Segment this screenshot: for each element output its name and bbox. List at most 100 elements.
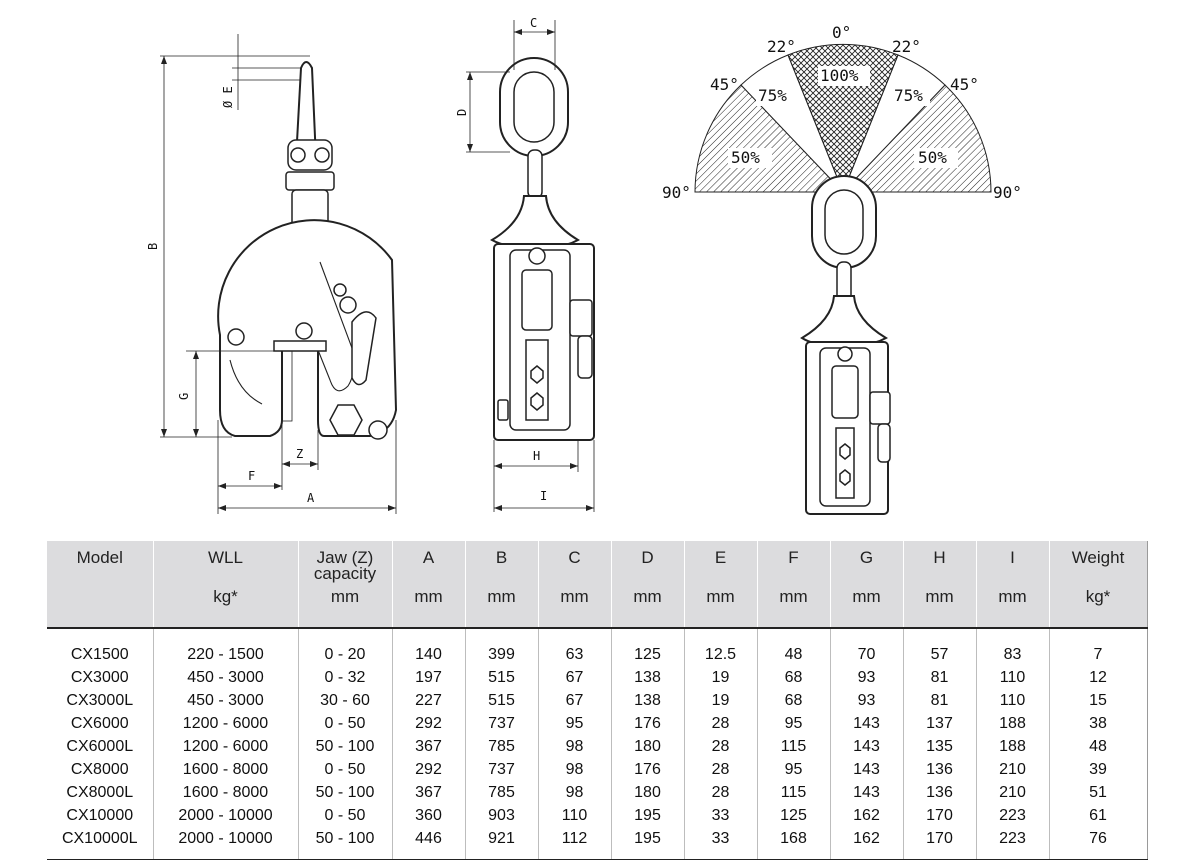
table-cell: 0 - 20 bbox=[298, 628, 393, 666]
table-cell: 95 bbox=[757, 758, 831, 781]
column-header: Model bbox=[47, 541, 154, 628]
table-cell: 48 bbox=[1049, 735, 1148, 758]
table-cell: 210 bbox=[976, 758, 1050, 781]
table-cell: 176 bbox=[611, 758, 685, 781]
dim-label-c: C bbox=[530, 16, 537, 30]
table-cell: 28 bbox=[684, 781, 758, 804]
table-cell: 903 bbox=[465, 804, 539, 827]
column-header-name: D bbox=[641, 548, 654, 567]
table-cell: 143 bbox=[830, 781, 904, 804]
front-view: B Ø E G F Z A bbox=[146, 34, 398, 514]
dim-label-g: G bbox=[177, 393, 191, 400]
table-cell: 188 bbox=[976, 735, 1050, 758]
table-cell: CX6000L bbox=[47, 735, 154, 758]
column-header-unit: mm bbox=[633, 587, 662, 606]
table-cell: CX1500 bbox=[47, 628, 154, 666]
capacity-label-75-left: 75% bbox=[758, 86, 787, 105]
column-header-name: Model bbox=[76, 548, 123, 567]
table-cell: 1600 - 8000 bbox=[153, 758, 299, 781]
table-cell: 67 bbox=[538, 689, 612, 712]
angle-label-0: 0° bbox=[832, 23, 851, 42]
column-header-name: E bbox=[714, 548, 727, 567]
table-cell: CX10000L bbox=[47, 827, 154, 860]
column-header-name: C bbox=[568, 548, 581, 567]
table-cell: 785 bbox=[465, 781, 539, 804]
column-header-unit: mm bbox=[706, 587, 735, 606]
table-cell: 138 bbox=[611, 689, 685, 712]
table-cell: 450 - 3000 bbox=[153, 689, 299, 712]
table-cell: 515 bbox=[465, 689, 539, 712]
table-cell: 95 bbox=[757, 712, 831, 735]
table-cell: 195 bbox=[611, 827, 685, 860]
table-cell: 28 bbox=[684, 712, 758, 735]
table-cell: 1200 - 6000 bbox=[153, 735, 299, 758]
table-cell: 170 bbox=[903, 804, 977, 827]
table-cell: 188 bbox=[976, 712, 1050, 735]
table-cell: 921 bbox=[465, 827, 539, 860]
dim-label-z: Z bbox=[296, 447, 303, 461]
column-header-unit: mm bbox=[560, 587, 589, 606]
angle-label-22-left: 22° bbox=[767, 37, 796, 56]
table-cell: 30 - 60 bbox=[298, 689, 393, 712]
column-header-name: B bbox=[495, 548, 508, 567]
table-cell: 125 bbox=[757, 804, 831, 827]
dim-label-i: I bbox=[540, 489, 547, 503]
table-cell: 19 bbox=[684, 689, 758, 712]
column-header-name: H bbox=[933, 548, 946, 567]
column-header-name: I bbox=[1010, 548, 1015, 567]
table-cell: 51 bbox=[1049, 781, 1148, 804]
table-cell: 12 bbox=[1049, 666, 1148, 689]
table-cell: 110 bbox=[976, 666, 1050, 689]
table-cell: 162 bbox=[830, 827, 904, 860]
column-header-name: G bbox=[859, 548, 874, 567]
column-header-unit: mm bbox=[852, 587, 881, 606]
table-cell: 136 bbox=[903, 758, 977, 781]
table-cell: 112 bbox=[538, 827, 612, 860]
table-cell: 292 bbox=[392, 712, 466, 735]
table-cell: 57 bbox=[903, 628, 977, 666]
table-cell: 223 bbox=[976, 804, 1050, 827]
table-cell: 68 bbox=[757, 689, 831, 712]
table-cell: CX8000L bbox=[47, 781, 154, 804]
table-cell: 15 bbox=[1049, 689, 1148, 712]
table-cell: 0 - 50 bbox=[298, 804, 393, 827]
table-cell: 83 bbox=[976, 628, 1050, 666]
angle-label-90-left: 90° bbox=[662, 183, 691, 202]
table-cell: 176 bbox=[611, 712, 685, 735]
column-header-unit: kg* bbox=[213, 587, 238, 606]
capacity-label-100: 100% bbox=[820, 66, 859, 85]
angle-label-45-right: 45° bbox=[950, 75, 979, 94]
table-cell: CX6000 bbox=[47, 712, 154, 735]
side-view: C D H I bbox=[455, 16, 595, 512]
table-cell: 785 bbox=[465, 735, 539, 758]
dim-label-b: B bbox=[146, 243, 160, 250]
table-cell: 367 bbox=[392, 735, 466, 758]
angle-label-90-right: 90° bbox=[993, 183, 1022, 202]
table-cell: 360 bbox=[392, 804, 466, 827]
column-header-unit: mm bbox=[414, 587, 443, 606]
table-cell: 2000 - 10000 bbox=[153, 827, 299, 860]
table-cell: 140 bbox=[392, 628, 466, 666]
table-cell: 515 bbox=[465, 666, 539, 689]
table-cell: 98 bbox=[538, 735, 612, 758]
table-cell: CX8000 bbox=[47, 758, 154, 781]
table-cell: 68 bbox=[757, 666, 831, 689]
column-header-unit bbox=[47, 583, 153, 619]
table-cell: CX10000 bbox=[47, 804, 154, 827]
table-cell: 1200 - 6000 bbox=[153, 712, 299, 735]
column-header-unit: kg* bbox=[1085, 587, 1111, 606]
table-cell: 0 - 32 bbox=[298, 666, 393, 689]
table-cell: 223 bbox=[976, 827, 1050, 860]
